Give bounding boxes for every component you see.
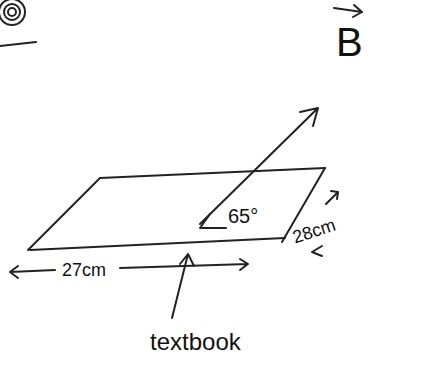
pointer-arrow <box>172 254 194 318</box>
scribble <box>0 0 25 25</box>
angle-value: 65° <box>228 206 258 226</box>
field-vector <box>200 108 318 224</box>
textbook-edge <box>30 238 285 250</box>
scribble <box>8 8 16 16</box>
dimension-arrow <box>326 191 338 204</box>
scribble-line <box>0 42 36 46</box>
angle-mark <box>200 214 226 228</box>
dimension-label: 27cm <box>62 261 106 279</box>
vector-arrow <box>334 5 362 17</box>
textbook-edge <box>28 178 100 250</box>
textbook-edge <box>100 168 325 178</box>
dimension-arrow <box>312 246 322 256</box>
scribble <box>4 4 20 20</box>
dimension-arrow <box>10 266 55 278</box>
vector-symbol: B <box>336 22 363 62</box>
dimension-label: 28cm <box>290 216 337 247</box>
part-label: textbook <box>150 330 241 354</box>
